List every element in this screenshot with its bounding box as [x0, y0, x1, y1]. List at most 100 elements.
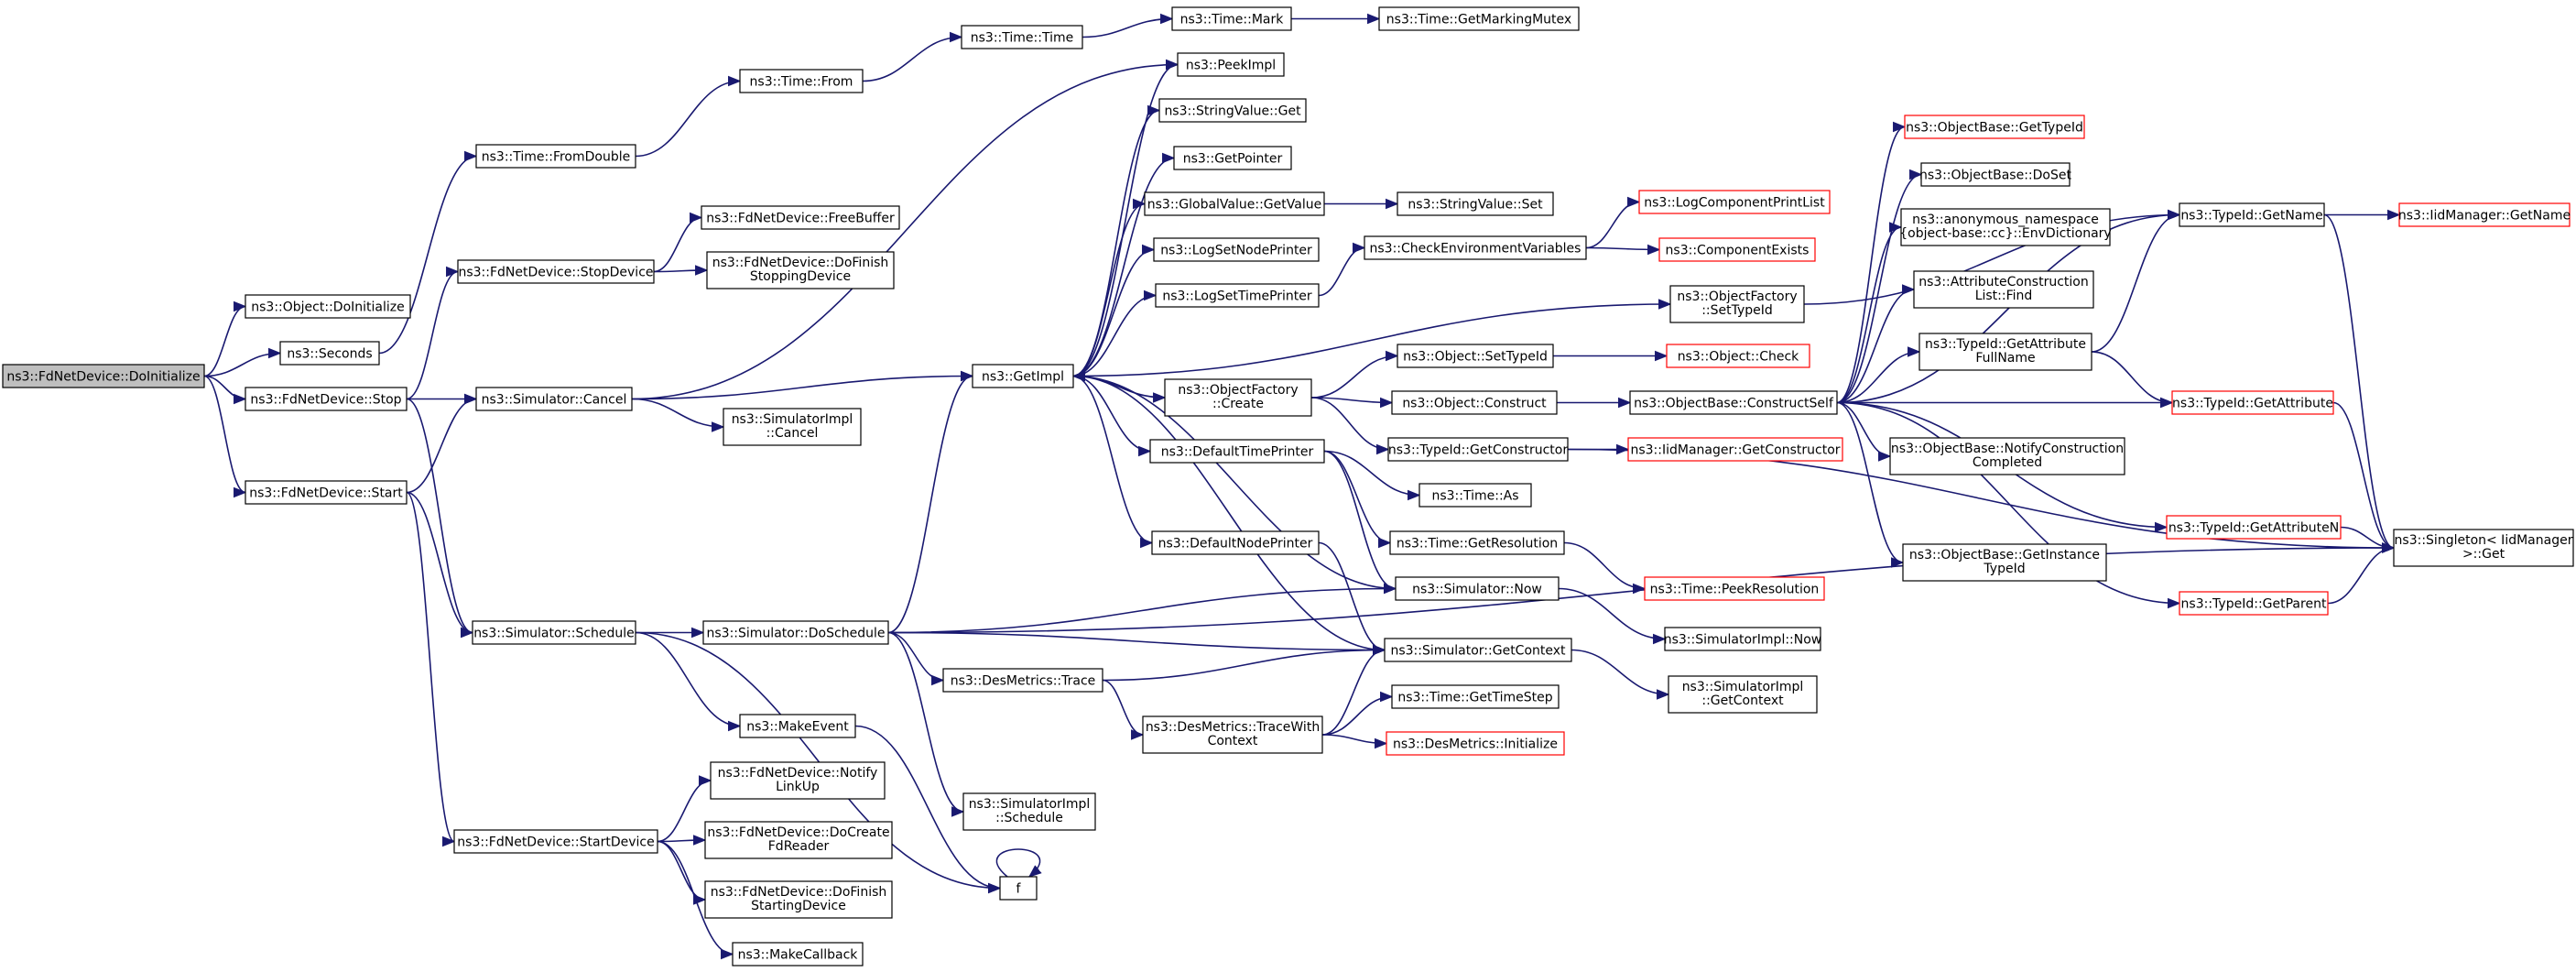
- node-ns3-fdnetdevice-doinitialize[interactable]: ns3::FdNetDevice::DoInitialize: [2, 364, 205, 388]
- node-ns3-simulatorimpl-schedule[interactable]: ns3::SimulatorImpl::Schedule: [962, 792, 1096, 831]
- node-box: [1391, 684, 1560, 709]
- node-label: ns3::Simulator::GetContext: [1390, 644, 1566, 659]
- node-ns3-objectbase-notifyconstruction-completed[interactable]: ns3::ObjectBase::NotifyConstructionCompl…: [1889, 437, 2125, 475]
- node-label: ns3::GetPointer: [1183, 152, 1283, 167]
- node-ns3-defaulttimeprinter[interactable]: ns3::DefaultTimePrinter: [1149, 439, 1325, 464]
- node-ns3-typeid-getparent[interactable]: ns3::TypeId::GetParent: [2179, 591, 2329, 616]
- node-box: [2166, 515, 2342, 540]
- node-ns3-checkenvironmentvariables[interactable]: ns3::CheckEnvironmentVariables: [1364, 235, 1587, 260]
- edge-constructself-to-objbasedoset: [1836, 169, 1923, 404]
- node-ns3-simulator-now[interactable]: ns3::Simulator::Now: [1395, 576, 1560, 601]
- node-ns3-singleton-iidmanager-get[interactable]: ns3::Singleton< IidManager>::Get: [2393, 529, 2574, 567]
- node-ns3-simulator-getcontext[interactable]: ns3::Simulator::GetContext: [1384, 638, 1572, 662]
- node-ns3-time-fromdouble[interactable]: ns3::Time::FromDouble: [475, 144, 636, 169]
- edge-constructself-to-objbasegettypeid: [1836, 121, 1907, 404]
- node-ns3-time-mark[interactable]: ns3::Time::Mark: [1171, 6, 1292, 31]
- node-ns3-typeid-getattribute[interactable]: ns3::TypeId::GetAttribute: [2171, 390, 2334, 415]
- node-ns3-getimpl[interactable]: ns3::GetImpl: [972, 364, 1074, 388]
- node-label: ns3::SimulatorImpl: [732, 412, 853, 427]
- node-ns3-fdnetdevice-freebuffer[interactable]: ns3::FdNetDevice::FreeBuffer: [701, 205, 900, 230]
- node-ns3-time-getmarkingmutex[interactable]: ns3::Time::GetMarkingMutex: [1378, 6, 1580, 31]
- node-label: ns3::ObjectBase::GetInstance: [1909, 548, 2100, 562]
- node-ns3-time-from[interactable]: ns3::Time::From: [739, 69, 864, 93]
- node-ns3-simulator-doschedule[interactable]: ns3::Simulator::DoSchedule: [702, 620, 889, 645]
- node-ns3-object-check[interactable]: ns3::Object::Check: [1666, 344, 1810, 368]
- node-ns3-simulator-schedule[interactable]: ns3::Simulator::Schedule: [472, 620, 636, 645]
- node-ns3-desmetrics-initialize[interactable]: ns3::DesMetrics::Initialize: [1386, 731, 1565, 756]
- edge-deftime-to-getresolution: [1323, 450, 1392, 549]
- node-ns3-seconds[interactable]: ns3::Seconds: [279, 341, 380, 366]
- edge-timefrom-to-timetime: [862, 31, 963, 82]
- node-ns3-object-settypeid[interactable]: ns3::Object::SetTypeId: [1397, 344, 1554, 368]
- node-ns3-simulator-cancel[interactable]: ns3::Simulator::Cancel: [475, 387, 633, 411]
- edge-root-to-obj_doinit: [203, 300, 247, 377]
- node-ns3-time-time[interactable]: ns3::Time::Time: [961, 25, 1083, 49]
- node-ns3-desmetrics-trace[interactable]: ns3::DesMetrics::Trace: [942, 668, 1103, 693]
- node-ns3-objectfactory-settypeid[interactable]: ns3::ObjectFactory::SetTypeId: [1669, 285, 1805, 323]
- edge-typeidgetname-to-singletonget: [2323, 213, 2396, 553]
- node-ns3-anonymous-namespace-object-base-cc-envdictionary[interactable]: ns3::anonymous_namespace{object-base::cc…: [1899, 208, 2112, 246]
- node-ns3-peekimpl[interactable]: ns3::PeekImpl: [1177, 52, 1285, 77]
- node-ns3-time-as[interactable]: ns3::Time::As: [1418, 483, 1532, 508]
- node-box: [1920, 162, 2071, 187]
- node-ns3-makeevent[interactable]: ns3::MakeEvent: [739, 714, 856, 738]
- node-ns3-simulatorimpl-getcontext[interactable]: ns3::SimulatorImpl::GetContext: [1668, 675, 1818, 714]
- node-ns3-objectbase-constructself[interactable]: ns3::ObjectBase::ConstructSelf: [1629, 390, 1838, 415]
- node-ns3-typeid-getname[interactable]: ns3::TypeId::GetName: [2179, 202, 2325, 227]
- node-label: f: [1016, 882, 1022, 897]
- node-ns3-defaultnodeprinter[interactable]: ns3::DefaultNodePrinter: [1151, 530, 1320, 555]
- node-ns3-getpointer[interactable]: ns3::GetPointer: [1173, 146, 1292, 170]
- node-ns3-fdnetdevice-startdevice[interactable]: ns3::FdNetDevice::StartDevice: [453, 829, 658, 854]
- edge-tracewithctx-to-simgetctx: [1321, 644, 1386, 736]
- node-label: ns3::TypeId::GetAttribute: [2172, 397, 2333, 411]
- node-ns3-fdnetdevice-stopdevice[interactable]: ns3::FdNetDevice::StopDevice: [457, 259, 655, 284]
- node-ns3-objectbase-doset[interactable]: ns3::ObjectBase::DoSet: [1919, 162, 2071, 187]
- node-label: ns3::GlobalValue::GetValue: [1147, 198, 1321, 213]
- node-f[interactable]: f: [999, 876, 1038, 901]
- node-ns3-simulatorimpl-now[interactable]: ns3::SimulatorImpl::Now: [1664, 627, 1822, 651]
- node-ns3-iidmanager-getname[interactable]: ns3::IidManager::GetName: [2398, 202, 2571, 227]
- node-ns3-time-getresolution[interactable]: ns3::Time::GetResolution: [1389, 530, 1565, 555]
- node-label: ns3::ComponentExists: [1666, 244, 1810, 258]
- edge-simnow-to-simimplnow: [1558, 587, 1667, 645]
- edge-makeevent-to-f: [854, 725, 1002, 894]
- node-ns3-object-doinitialize[interactable]: ns3::Object::DoInitialize: [245, 294, 411, 319]
- node-ns3-globalvalue-getvalue[interactable]: ns3::GlobalValue::GetValue: [1144, 191, 1325, 216]
- node-ns3-objectbase-gettypeid[interactable]: ns3::ObjectBase::GetTypeId: [1904, 115, 2085, 139]
- node-box: [457, 259, 655, 284]
- node-ns3-typeid-getconstructor[interactable]: ns3::TypeId::GetConstructor: [1387, 437, 1569, 462]
- node-box: [1364, 235, 1587, 260]
- node-ns3-stringvalue-set[interactable]: ns3::StringValue::Set: [1397, 191, 1554, 216]
- node-ns3-logcomponentprintlist[interactable]: ns3::LogComponentPrintList: [1638, 190, 1831, 214]
- node-label: ns3::TypeId::GetConstructor: [1388, 443, 1568, 458]
- node-ns3-fdnetdevice-start[interactable]: ns3::FdNetDevice::Start: [245, 480, 408, 505]
- edge-getattrfullname-to-typeidgetname: [2091, 209, 2181, 353]
- node-ns3-objectfactory-create[interactable]: ns3::ObjectFactory::Create: [1164, 378, 1312, 417]
- node-ns3-logsetnodeprinter[interactable]: ns3::LogSetNodePrinter: [1153, 237, 1320, 262]
- node-ns3-time-gettimestep[interactable]: ns3::Time::GetTimeStep: [1391, 684, 1560, 709]
- node-label: ns3::DesMetrics::TraceWith: [1146, 720, 1320, 735]
- edge-defnode-to-simgetctx: [1318, 541, 1386, 656]
- node-ns3-fdnetdevice-stop[interactable]: ns3::FdNetDevice::Stop: [245, 387, 408, 411]
- node-ns3-object-construct[interactable]: ns3::Object::Construct: [1391, 390, 1558, 415]
- edge-deftime-to-timeas: [1323, 450, 1421, 501]
- node-ns3-time-peekresolution[interactable]: ns3::Time::PeekResolution: [1644, 576, 1825, 601]
- node-ns3-simulatorimpl-cancel[interactable]: ns3::SimulatorImpl::Cancel: [723, 408, 862, 446]
- node-ns3-makecallback[interactable]: ns3::MakeCallback: [732, 942, 864, 967]
- node-ns3-iidmanager-getconstructor[interactable]: ns3::IidManager::GetConstructor: [1627, 437, 1843, 462]
- edge-schedule-to-f: [635, 631, 1002, 894]
- node-ns3-stringvalue-get[interactable]: ns3::StringValue::Get: [1158, 98, 1307, 123]
- node-box: [2, 364, 205, 388]
- node-ns3-typeid-getattributen[interactable]: ns3::TypeId::GetAttributeN: [2166, 515, 2342, 540]
- node-ns3-logsettimeprinter[interactable]: ns3::LogSetTimePrinter: [1155, 283, 1320, 308]
- node-ns3-componentexists[interactable]: ns3::ComponentExists: [1658, 237, 1816, 262]
